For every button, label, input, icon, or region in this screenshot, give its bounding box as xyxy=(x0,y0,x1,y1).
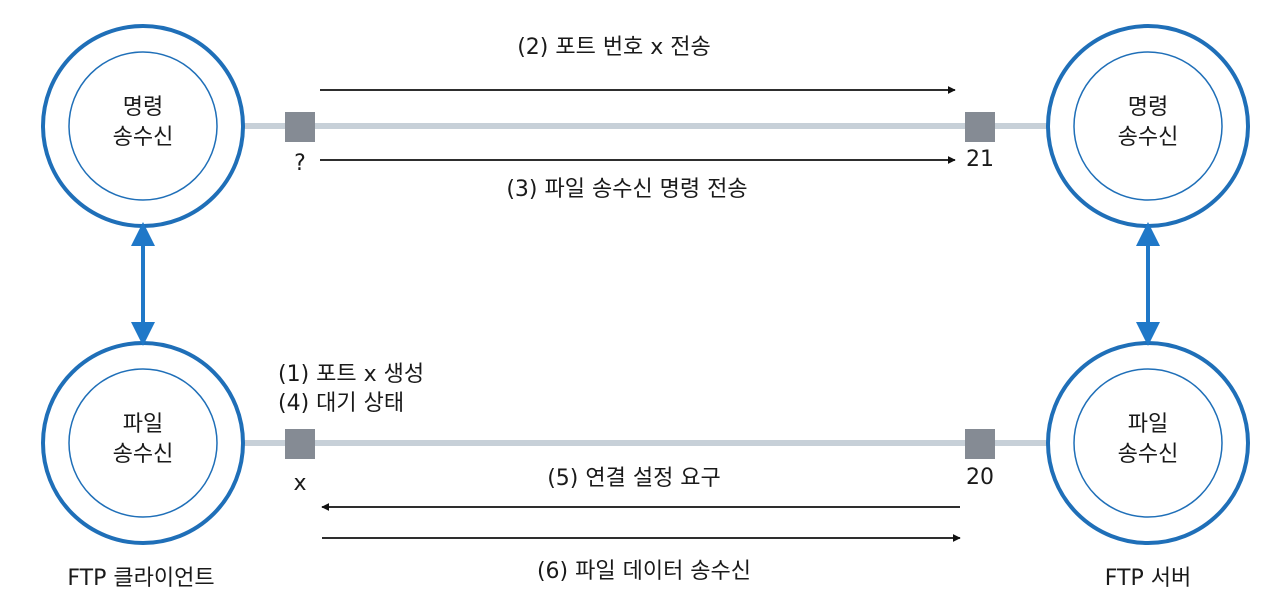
server-command-line1: 명령 xyxy=(1128,95,1168,120)
server-internal-link xyxy=(1136,222,1160,346)
server-file-line2: 송수신 xyxy=(1118,442,1179,467)
server-host-label: FTP 서버 xyxy=(1105,566,1191,591)
client-host-label: FTP 클라이언트 xyxy=(67,566,214,591)
server-command-line2: 송수신 xyxy=(1118,125,1179,150)
client-command-port-label: ? xyxy=(294,151,306,176)
client-data-port-label: x xyxy=(293,471,306,496)
step-2-label: (2) 포트 번호 x 전송 xyxy=(517,35,711,60)
step-5-label: (5) 연결 설정 요구 xyxy=(547,466,721,491)
client-file-node: 파일 송수신 xyxy=(41,341,245,545)
client-command-port xyxy=(285,112,315,142)
client-file-line1: 파일 xyxy=(123,412,163,437)
step-1-label: (1) 포트 x 생성 xyxy=(278,362,424,387)
server-file-line1: 파일 xyxy=(1128,412,1168,437)
client-data-port xyxy=(285,429,315,459)
step-6-label: (6) 파일 데이터 송수신 xyxy=(537,559,751,584)
server-data-port-label: 20 xyxy=(966,465,994,490)
server-file-node: 파일 송수신 xyxy=(1046,341,1250,545)
client-command-line1: 명령 xyxy=(123,95,163,120)
client-internal-link xyxy=(131,222,155,346)
client-command-node: 명령 송수신 xyxy=(41,24,245,228)
step-3-label: (3) 파일 송수신 명령 전송 xyxy=(506,177,747,202)
server-command-port xyxy=(965,112,995,142)
step-4-label: (4) 대기 상태 xyxy=(278,391,404,416)
client-command-line2: 송수신 xyxy=(113,125,174,150)
server-data-port xyxy=(965,429,995,459)
client-file-line2: 송수신 xyxy=(113,442,174,467)
server-command-node: 명령 송수신 xyxy=(1046,24,1250,228)
server-command-port-label: 21 xyxy=(966,147,994,172)
